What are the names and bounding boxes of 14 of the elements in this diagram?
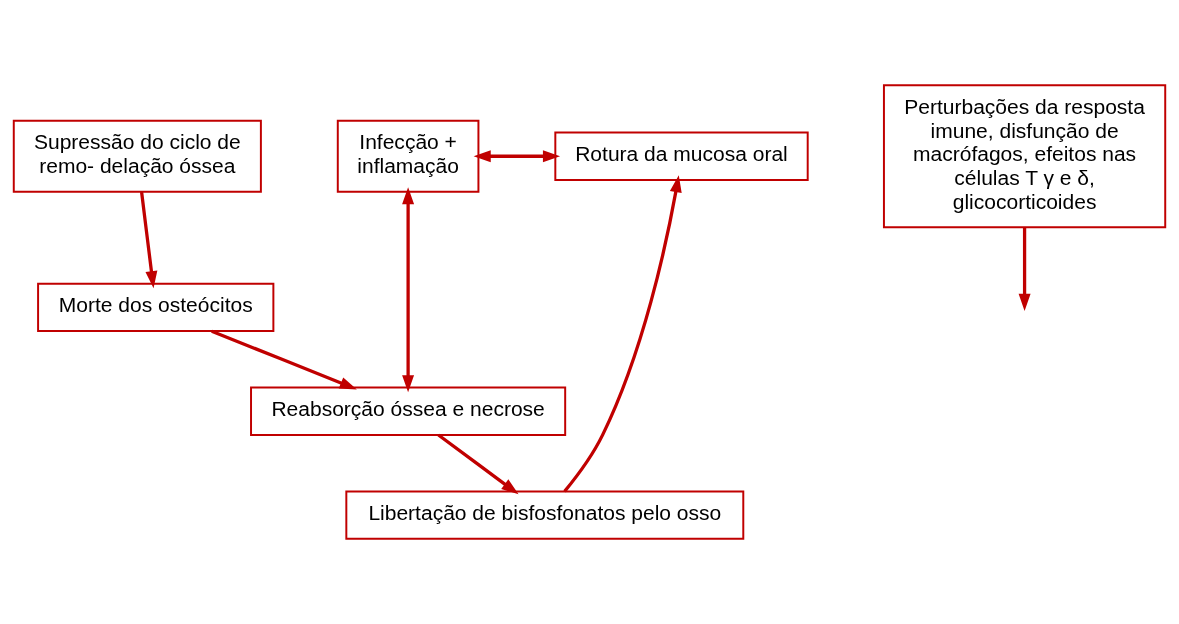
node-box: Rotura da mucosa oral	[554, 131, 809, 181]
arrow	[402, 187, 415, 393]
arrow	[473, 150, 561, 163]
arrow	[1018, 227, 1031, 311]
arrow	[563, 175, 682, 493]
arrow	[139, 191, 158, 289]
node-box: Morte dos osteócitos	[37, 282, 275, 333]
arrow	[437, 433, 519, 495]
node-box: Supressão do ciclo de remo- delação óssea	[12, 119, 262, 193]
node-box: Perturbações da resposta imune, disfunção de macrófagos, efeitos nas células T γ e δ, glicocorticoides	[882, 84, 1167, 229]
node-box: Reabsorção óssea e necrose	[250, 386, 567, 436]
node-box: Libertação de bisfosfonatos pelo osso	[345, 490, 745, 540]
node-box: Infecção + inflamação	[336, 119, 480, 193]
arrow	[211, 329, 357, 390]
